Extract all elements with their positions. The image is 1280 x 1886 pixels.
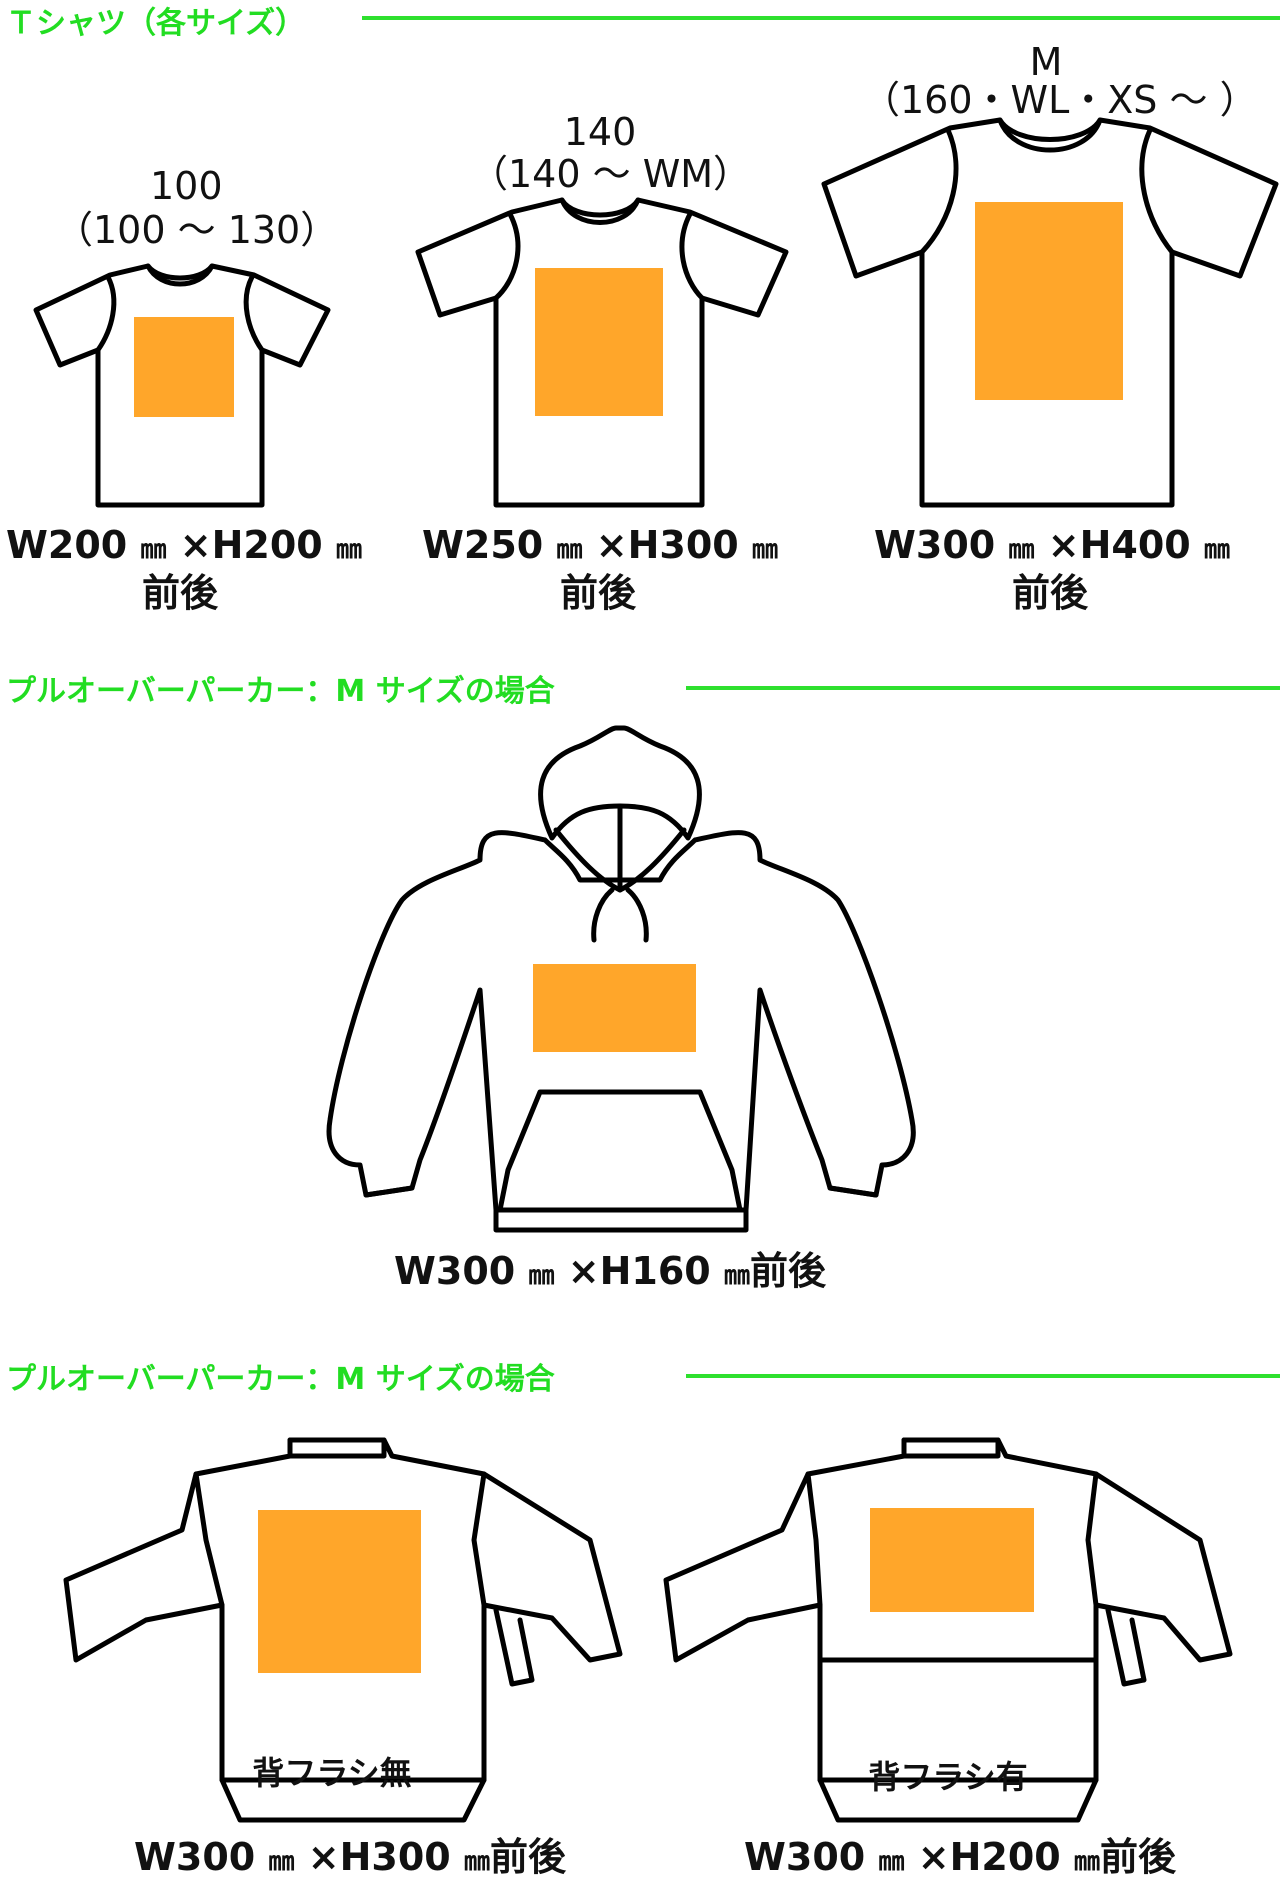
section-header-tshirt: Ｔシャツ（各サイズ） bbox=[0, 0, 306, 41]
jacket-with-lining-illustration bbox=[663, 1437, 1233, 1823]
jacket-with-lining-unit-h: ㎜ bbox=[1073, 1847, 1100, 1877]
tshirt-140-unit-w: ㎜ bbox=[556, 535, 583, 565]
hoodie-unit-w: ㎜ bbox=[528, 1261, 555, 1291]
print-area-tshirt-140 bbox=[535, 268, 663, 416]
tshirt-140-times: × bbox=[595, 523, 628, 567]
section-header-jacket: プルオーバーパーカー：M サイズの場合 bbox=[0, 1356, 555, 1397]
tshirt-100-position: 前後 bbox=[141, 571, 218, 615]
tshirt-140-range: （140 ～ WM） bbox=[470, 152, 752, 196]
tshirt-140-unit-h: ㎜ bbox=[751, 535, 778, 565]
tshirt-m-illustration bbox=[821, 117, 1279, 508]
section-rule-tshirt bbox=[362, 16, 1280, 20]
jacket-no-lining-height: H300 bbox=[339, 1835, 451, 1879]
hoodie-position: 前後 bbox=[749, 1249, 826, 1293]
tshirt-140-size: 140 bbox=[563, 110, 637, 154]
print-area-tshirt-100 bbox=[134, 317, 234, 417]
section-rule-hoodie bbox=[686, 686, 1280, 690]
jacket-with-lining-width: W300 bbox=[744, 1835, 866, 1879]
tshirt-m-position: 前後 bbox=[1011, 571, 1088, 615]
jacket-no-lining-note: 背フラシ無 bbox=[252, 1754, 412, 1792]
jacket-with-lining-note: 背フラシ有 bbox=[868, 1758, 1028, 1796]
hoodie-height: H160 bbox=[599, 1249, 711, 1293]
tshirt-100-times: × bbox=[179, 523, 212, 567]
print-area-hoodie bbox=[533, 964, 696, 1052]
print-area-tshirt-m bbox=[975, 202, 1123, 400]
section-title-tshirt: Ｔシャツ（各サイズ） bbox=[6, 6, 306, 41]
jacket-with-lining-dimensions: W300 ㎜ ×H200 ㎜前後 bbox=[730, 1834, 1190, 1885]
tshirt-m-unit-w: ㎜ bbox=[1008, 535, 1035, 565]
tshirt-m-width: W300 bbox=[874, 523, 996, 567]
hoodie-dimensions: W300 ㎜ ×H160 ㎜前後 bbox=[380, 1248, 840, 1299]
jacket-with-lining-unit-w: ㎜ bbox=[878, 1847, 905, 1877]
hoodie-unit-h: ㎜ bbox=[723, 1261, 750, 1291]
tshirt-140-width: W250 bbox=[422, 523, 544, 567]
tshirt-100-illustration bbox=[33, 263, 331, 508]
tshirt-100-dimensions: W200 ㎜ ×H200 ㎜ bbox=[0, 522, 368, 573]
hoodie-width: W300 bbox=[394, 1249, 516, 1293]
jacket-no-lining-width: W300 bbox=[134, 1835, 256, 1879]
tshirt-m-height: H400 bbox=[1079, 523, 1191, 567]
tshirt-m-times: × bbox=[1047, 523, 1080, 567]
jacket-with-lining-height: H200 bbox=[949, 1835, 1061, 1879]
tshirt-140-illustration bbox=[415, 197, 789, 508]
tshirt-100-unit-w: ㎜ bbox=[140, 535, 167, 565]
hoodie-times: × bbox=[567, 1249, 600, 1293]
jacket-no-lining-unit-h: ㎜ bbox=[463, 1847, 490, 1877]
jacket-no-lining-position: 前後 bbox=[489, 1835, 566, 1879]
jacket-with-lining-times: × bbox=[917, 1835, 950, 1879]
tshirt-100-size: 100 bbox=[150, 164, 223, 208]
section-title-jacket: プルオーバーパーカー：M サイズの場合 bbox=[6, 1362, 555, 1397]
tshirt-m-range: （160・WL・XS ～ ） bbox=[862, 78, 1258, 122]
section-rule-jacket bbox=[686, 1374, 1280, 1378]
tshirt-100-height: H200 bbox=[211, 523, 323, 567]
hoodie-illustration bbox=[326, 725, 916, 1233]
jacket-no-lining-times: × bbox=[307, 1835, 340, 1879]
tshirt-m-unit-h: ㎜ bbox=[1203, 535, 1230, 565]
tshirt-140-position: 前後 bbox=[559, 571, 636, 615]
jacket-with-lining-position: 前後 bbox=[1099, 1835, 1176, 1879]
tshirt-m-dimensions: W300 ㎜ ×H400 ㎜ bbox=[862, 522, 1242, 573]
tshirt-140-height: H300 bbox=[627, 523, 739, 567]
tshirt-100-width: W200 bbox=[6, 523, 128, 567]
tshirt-140-dimensions: W250 ㎜ ×H300 ㎜ bbox=[410, 522, 790, 573]
jacket-no-lining-illustration bbox=[63, 1437, 623, 1823]
tshirt-100-range: （100 ～ 130） bbox=[55, 208, 339, 252]
print-area-jacket-with-lining bbox=[870, 1508, 1034, 1612]
jacket-no-lining-unit-w: ㎜ bbox=[268, 1847, 295, 1877]
tshirt-m-size: M bbox=[1029, 40, 1063, 84]
print-area-jacket-no-lining bbox=[258, 1510, 421, 1673]
jacket-no-lining-dimensions: W300 ㎜ ×H300 ㎜前後 bbox=[120, 1834, 580, 1885]
section-header-hoodie: プルオーバーパーカー：M サイズの場合 bbox=[0, 668, 555, 709]
tshirt-100-unit-h: ㎜ bbox=[335, 535, 362, 565]
section-title-hoodie: プルオーバーパーカー：M サイズの場合 bbox=[6, 674, 555, 709]
